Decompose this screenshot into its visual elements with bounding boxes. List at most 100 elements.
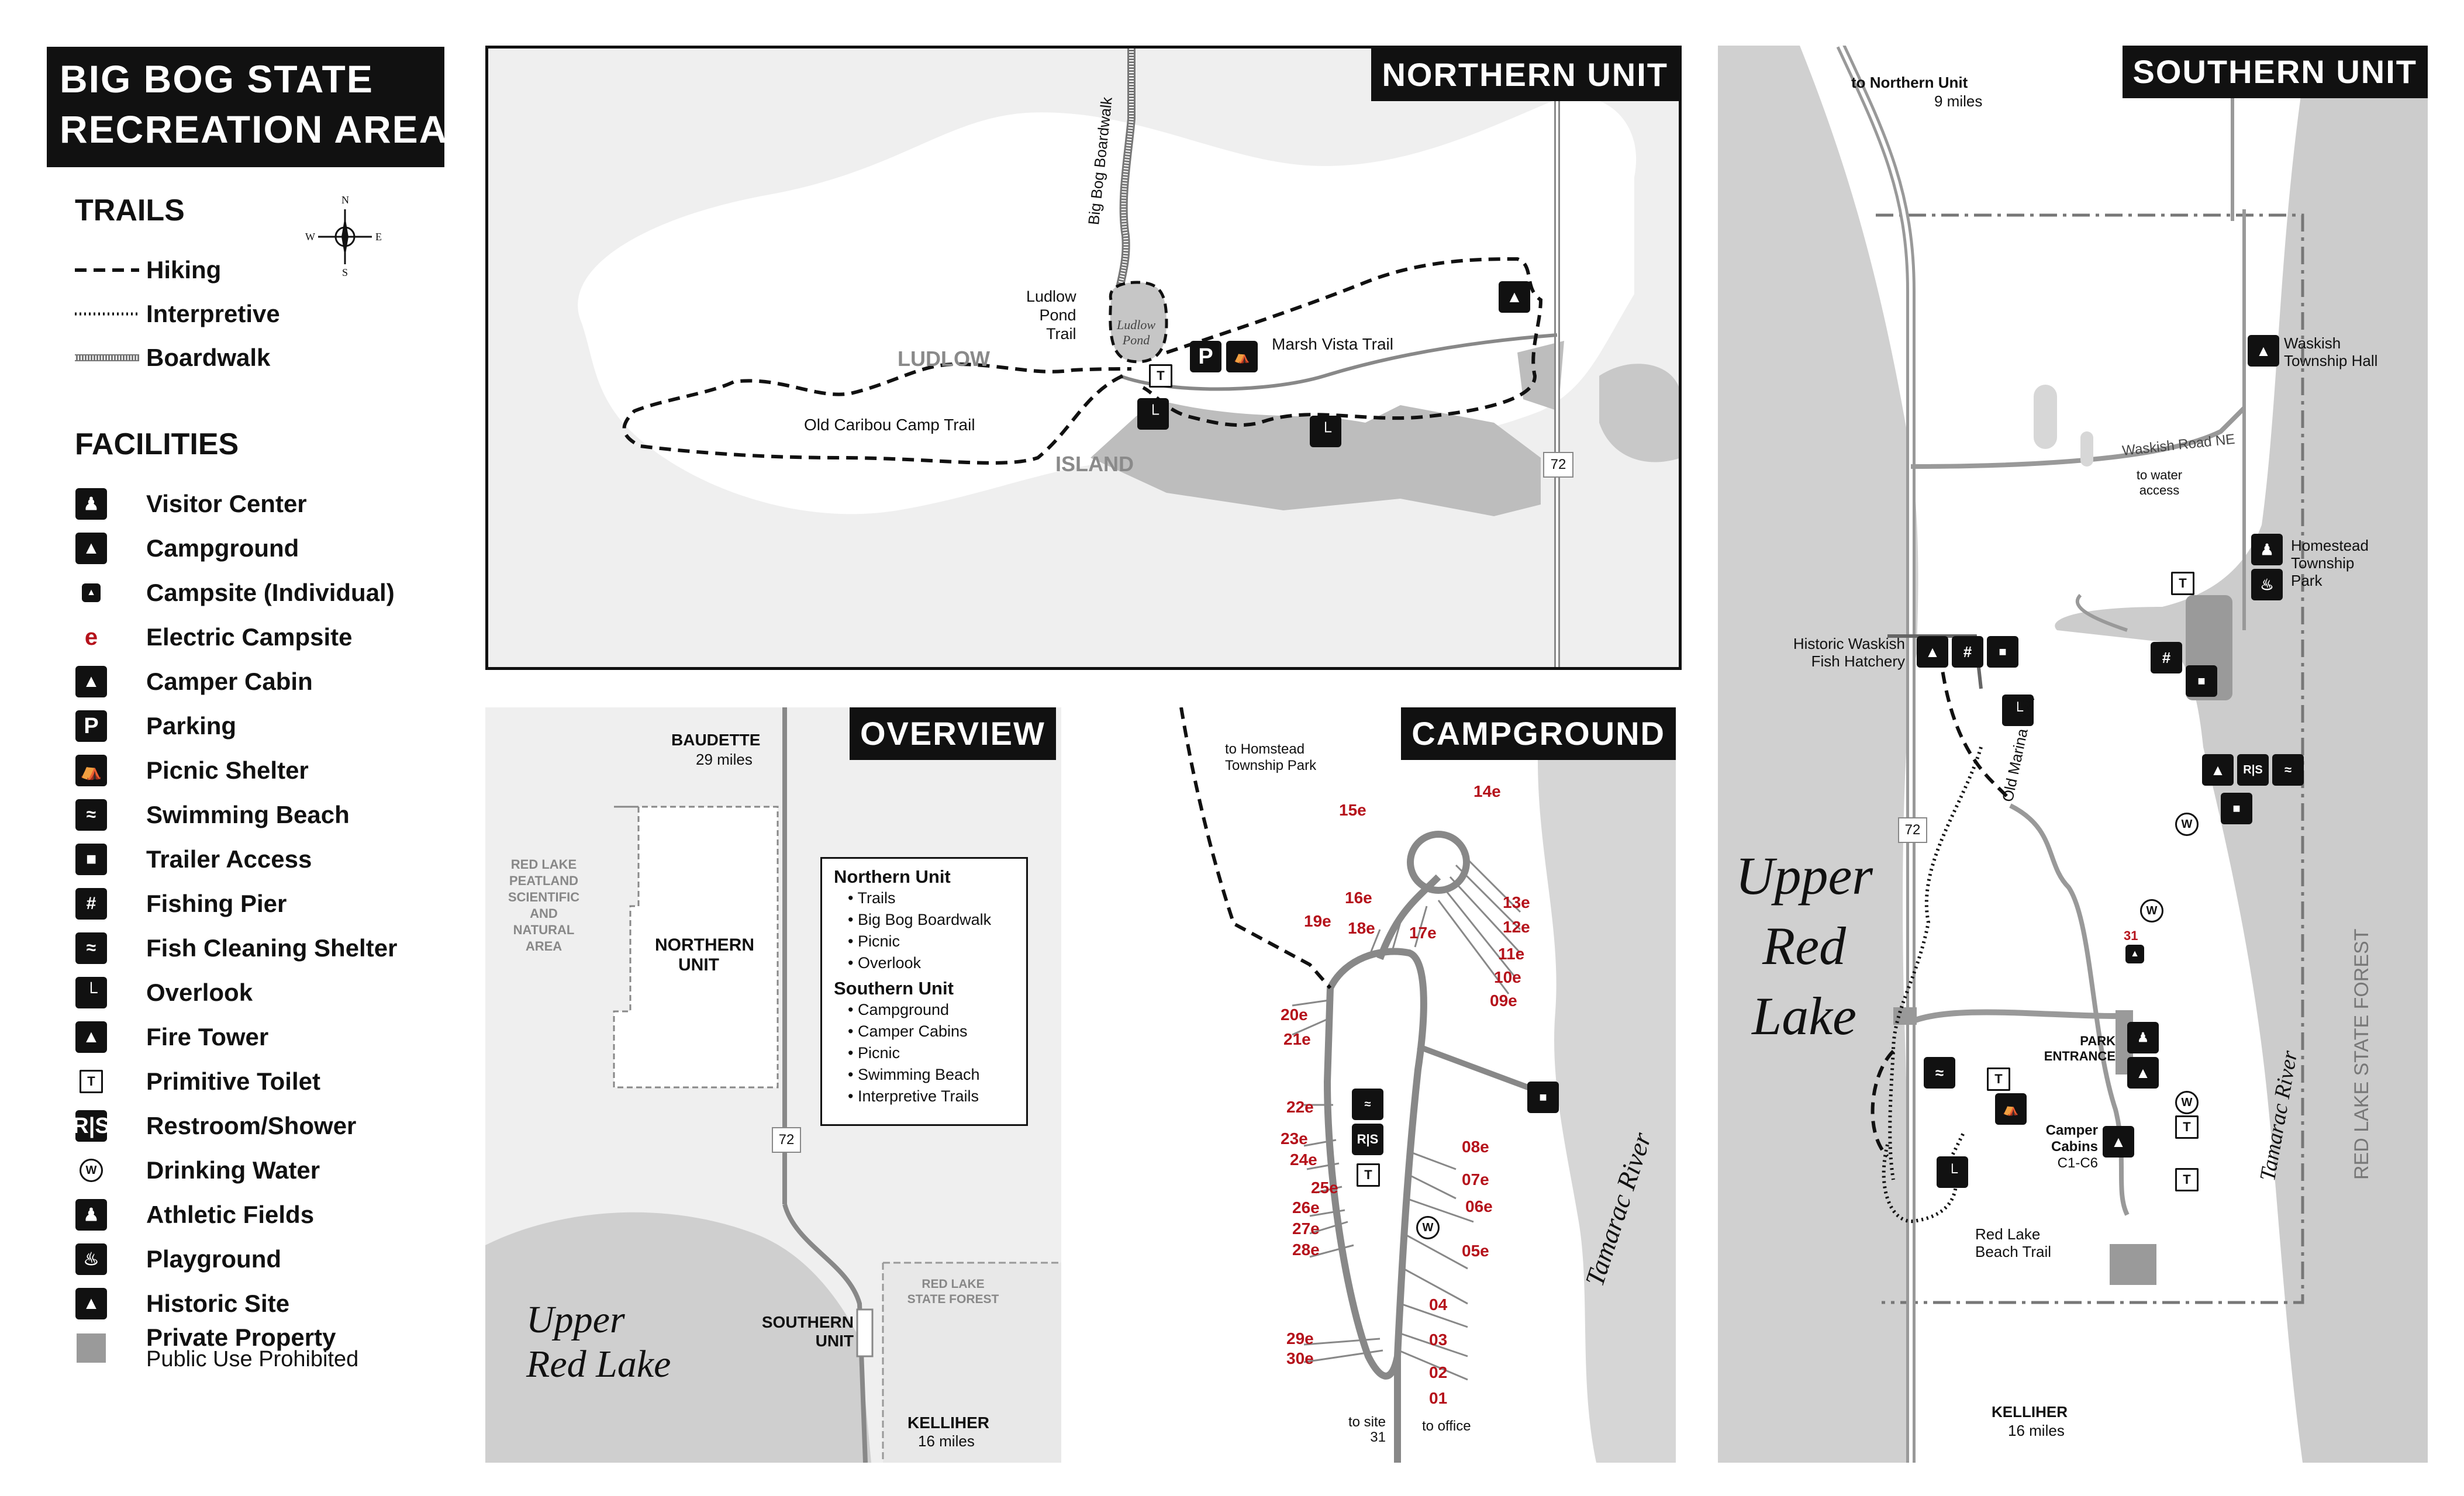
baudette-label: BAUDETTE	[671, 731, 761, 749]
bullet-icon: •	[848, 1022, 858, 1040]
bullet-icon: •	[848, 911, 858, 928]
s-water-line: to water	[2136, 468, 2183, 482]
fire-tower-icon-s: ▲	[2127, 1057, 2159, 1089]
info-southern-row: • Campground	[834, 999, 1014, 1021]
picnic-shelter-icon: ⛺	[1226, 341, 1258, 372]
legend-facility-row: # Fishing Pier	[64, 885, 287, 923]
electric-campsite-icon-glyph: e	[84, 624, 98, 650]
legend-facility-row: ♟Athletic Fields	[64, 1196, 314, 1234]
historic-site-icon: ▲	[74, 1286, 109, 1321]
legend-facility-label: Private Property	[146, 1324, 336, 1351]
campsite-label: 17e	[1409, 924, 1437, 942]
overview-kelliher-miles: 16 miles	[918, 1432, 975, 1450]
s-entr-line: ENTRANCE	[2044, 1049, 2116, 1063]
legend-facility-label: Electric Campsite	[146, 623, 353, 651]
overlook-icon-2: └	[1310, 416, 1341, 447]
southern-hiking-trail	[1938, 653, 2012, 801]
baudette-miles: 29 miles	[696, 751, 753, 768]
fire-tower-icon-glyph: ▲	[75, 1021, 107, 1053]
campsite-label: 27e	[1292, 1219, 1320, 1238]
parking-icon-glyph: P	[75, 710, 107, 742]
ov-forest-line: STATE FOREST	[907, 1293, 999, 1306]
southern-unit-map: SOUTHERN UNIT to Northern Unit 9 miles W…	[1718, 46, 2428, 1463]
overlook-icon-glyph: └	[75, 977, 107, 1008]
campsite-label: 09e	[1490, 991, 1517, 1010]
overview-info-box: Northern Unit • Trails• Big Bog Boardwal…	[820, 857, 1028, 1126]
electric-campsite-icon: e	[74, 620, 109, 655]
trailer-access-icon-cg: ■	[1527, 1082, 1559, 1113]
pond-l2: Pond	[1122, 333, 1150, 347]
s-entr-line: PARK	[2080, 1034, 2116, 1048]
island-label: ISLAND	[1055, 452, 1134, 476]
legend-facility-row: └Overlook	[64, 974, 253, 1011]
pond-trail-l1: Ludlow	[1026, 288, 1076, 305]
legend-facility-label: Fishing Pier	[146, 890, 287, 917]
bullet-icon: •	[848, 1087, 858, 1105]
legend-facility-label: Swimming Beach	[146, 801, 350, 828]
private-property-area	[1090, 399, 1541, 516]
ludlow-pond	[1109, 281, 1168, 364]
southern-unit-marker	[856, 1308, 874, 1357]
campground-icon: ▲	[74, 531, 109, 566]
legend-facility-label: Parking	[146, 712, 237, 740]
legend-facility-row: ■Trailer Access	[64, 841, 312, 878]
visitor-center-icon-glyph: ♟	[75, 488, 107, 520]
legend-facility-row: ⛺Picnic Shelter	[64, 752, 309, 789]
campsite-label: 08e	[1462, 1138, 1489, 1156]
boardwalk-line-icon	[75, 354, 139, 361]
campsite-label: 28e	[1292, 1241, 1320, 1259]
legend-facility-label: Drinking Water	[146, 1156, 320, 1184]
toilet-icon: T	[74, 1064, 109, 1099]
campsite-label: 26e	[1292, 1198, 1320, 1217]
hwy-72-shield: 72	[1543, 452, 1573, 478]
facilities-heading: FACILITIES	[75, 427, 239, 461]
southern-unit-boundary	[1876, 213, 2304, 1304]
trailer-access-icon-3: ■	[2221, 793, 2252, 824]
historic-site-icon-hatchery: ▲	[1917, 636, 1948, 668]
campsite-icon-glyph: ▲	[82, 583, 101, 602]
legend-facility-row: ▲ Camper Cabin	[64, 663, 313, 700]
fishing-pier-icon: #	[74, 886, 109, 921]
water-icon-s3: W	[2175, 1091, 2199, 1114]
legend-boardwalk: Boardwalk	[64, 339, 270, 376]
s-beach-line: Beach Trail	[1975, 1243, 2052, 1260]
legend-facility-row: ≈Fish Cleaning Shelter	[64, 930, 397, 967]
fishing-pier-icon-glyph: #	[75, 888, 107, 920]
legend-facility-label: Historic Site	[146, 1290, 290, 1317]
legend-facility-label: Camper Cabin	[146, 668, 313, 695]
campsite-label: 11e	[1498, 945, 1525, 963]
campground-loop-road	[1323, 948, 1427, 1380]
campsite-label: 07e	[1462, 1170, 1489, 1188]
info-southern-heading: Southern Unit	[834, 978, 954, 999]
legend-facility-label: Fish Cleaning Shelter	[146, 934, 398, 962]
marsh-vista-trail	[1142, 257, 1543, 427]
legend-facility-row: P Parking	[64, 707, 236, 745]
campsite-label: 25e	[1311, 1179, 1338, 1197]
bullet-icon: •	[848, 954, 858, 972]
peatland-line: AND	[530, 906, 558, 921]
parking-icon: P	[1190, 341, 1221, 372]
restroom-icon: R|S	[73, 1108, 110, 1143]
overlook-icon-s2: └	[1937, 1156, 1968, 1188]
info-southern-row: • Interpretive Trails	[834, 1086, 1014, 1107]
picnic-shelter-icon-glyph: ⛺	[75, 755, 107, 786]
info-northern-item: Picnic	[857, 932, 900, 950]
legend-facility-row: ▲ Campground	[64, 530, 299, 567]
legend-facility-label: Campground	[146, 534, 299, 562]
pond-trail-l2: Pond	[1039, 306, 1076, 324]
water-icon-glyph: W	[80, 1159, 103, 1182]
trails-heading: TRAILS	[75, 194, 185, 227]
info-northern-row: • Trails	[834, 887, 1014, 909]
camper-cabin-icon: ▲	[74, 664, 109, 699]
legend-facility-label: Primitive Toilet	[146, 1067, 320, 1095]
bullet-icon: •	[848, 1001, 858, 1018]
legend-facility-label: Fire Tower	[146, 1023, 269, 1051]
s-hatch-line: Historic Waskish	[1793, 635, 1905, 652]
